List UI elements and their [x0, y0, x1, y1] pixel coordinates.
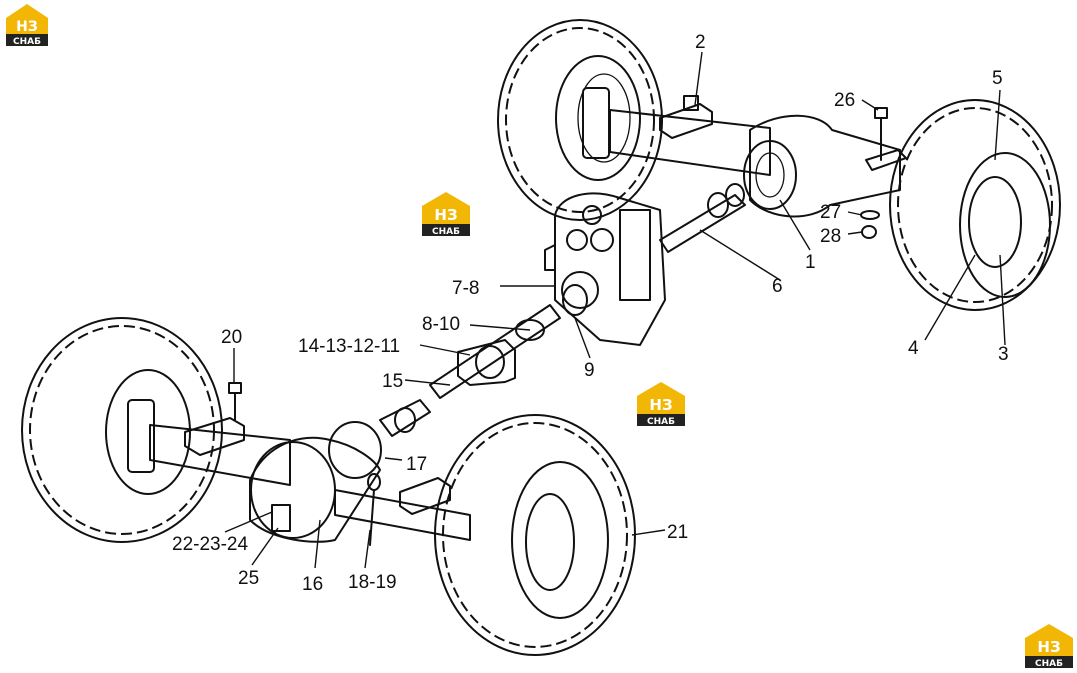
front-axle-assembly [21, 317, 636, 656]
part-label-5: 5 [992, 68, 1003, 89]
logo-subtitle: СНАБ [1035, 659, 1063, 669]
logo-bottom-right: НЗ СНАБ [1025, 624, 1073, 669]
part-label-9: 9 [584, 360, 595, 381]
part-label-4: 4 [908, 338, 919, 359]
part-label-26: 26 [834, 90, 855, 111]
part-label-18-19: 18-19 [348, 572, 397, 593]
rear-axle-assembly [497, 19, 1061, 311]
part-label-28: 28 [820, 226, 841, 247]
front-drive-shaft [379, 304, 561, 437]
wheel-front-left [21, 317, 223, 543]
wheel-rear-right [889, 99, 1061, 311]
logo-subtitle: СНАБ [432, 227, 460, 237]
part-label-15: 15 [382, 371, 403, 392]
logo-letters: НЗ [434, 206, 457, 224]
part-label-14-13-12-11: 14-13-12-11 [298, 336, 400, 357]
logo-top-left: НЗ СНАБ [6, 4, 48, 47]
logo-letters: НЗ [649, 396, 672, 414]
logo-subtitle: СНАБ [647, 417, 675, 427]
part-label-7-8: 7-8 [452, 278, 479, 299]
logo-subtitle: СНАБ [13, 37, 41, 47]
part-label-8-10: 8-10 [422, 314, 460, 335]
part-label-21: 21 [667, 522, 688, 543]
part-number-labels: 1 2 3 4 5 6 7-8 8-10 9 14-13-12-11 15 16… [172, 32, 1009, 595]
wheel-front-right [434, 414, 636, 656]
part-label-17: 17 [406, 454, 427, 475]
part-label-2: 2 [695, 32, 706, 53]
part-label-16: 16 [302, 574, 323, 595]
part-label-1: 1 [805, 252, 816, 273]
transfer-gearbox [544, 183, 746, 346]
part-label-20: 20 [221, 327, 242, 348]
logo-center-lower: НЗ СНАБ [637, 382, 685, 427]
part-label-6: 6 [772, 276, 783, 297]
wheel-rear-left [497, 19, 663, 221]
logo-center-upper: НЗ СНАБ [422, 192, 470, 237]
part-label-25: 25 [238, 568, 259, 589]
part-label-3: 3 [998, 344, 1009, 365]
part-label-27: 27 [820, 202, 841, 223]
logo-letters: НЗ [1037, 638, 1060, 656]
part-label-22-23-24: 22-23-24 [172, 534, 248, 555]
leader-lines [224, 51, 1006, 569]
logo-letters: НЗ [16, 19, 38, 35]
